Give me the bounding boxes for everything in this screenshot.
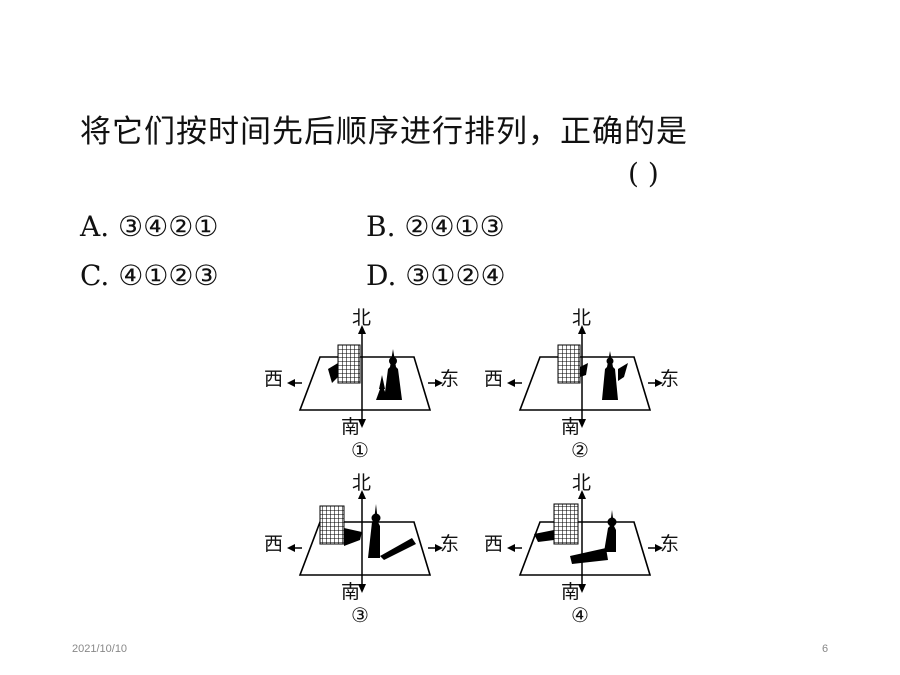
west-label: 西 [484,533,504,555]
west-label: 西 [264,368,284,390]
option-d: D. ③①②④ [366,259,506,292]
south-label: 南 [561,416,581,438]
west-label: 西 [484,368,504,390]
diagram-4: 北 南 西 东 ④ [482,470,682,630]
shadow-diagram-2-graphic [507,325,663,428]
option-c: C. ④①②③ [80,259,219,292]
east-label: 东 [660,533,680,555]
diagram-number: ① [351,438,369,462]
diagram-2: 北 南 西 东 ② [482,305,682,465]
east-label: 东 [440,533,460,555]
north-label: 北 [352,472,372,494]
east-label: 东 [660,368,680,390]
north-label: 北 [572,472,592,494]
option-b: B. ②④①③ [366,210,505,243]
question-text: 将它们按时间先后顺序进行排列，正确的是 [80,114,688,150]
answer-parentheses: ( ) [628,157,659,190]
south-label: 南 [341,581,361,603]
page-number: 6 [822,643,829,655]
south-label: 南 [341,416,361,438]
shadow-diagram-3-graphic [287,490,443,593]
north-label: 北 [352,307,372,329]
shadow-diagram-4-graphic [507,490,663,593]
north-label: 北 [572,307,592,329]
diagram-number: ④ [571,603,589,627]
east-label: 东 [440,368,460,390]
diagram-3: 北 南 西 东 ③ [262,470,462,630]
option-a: A. ③④②① [80,210,219,243]
diagram-number: ③ [351,603,369,627]
footer-date: 2021/10/10 [72,643,128,655]
shadow-diagram-1-graphic [287,325,443,428]
west-label: 西 [264,533,284,555]
south-label: 南 [561,581,581,603]
diagram-1: 北 南 西 东 ① [262,305,462,465]
diagram-number: ② [571,438,589,462]
